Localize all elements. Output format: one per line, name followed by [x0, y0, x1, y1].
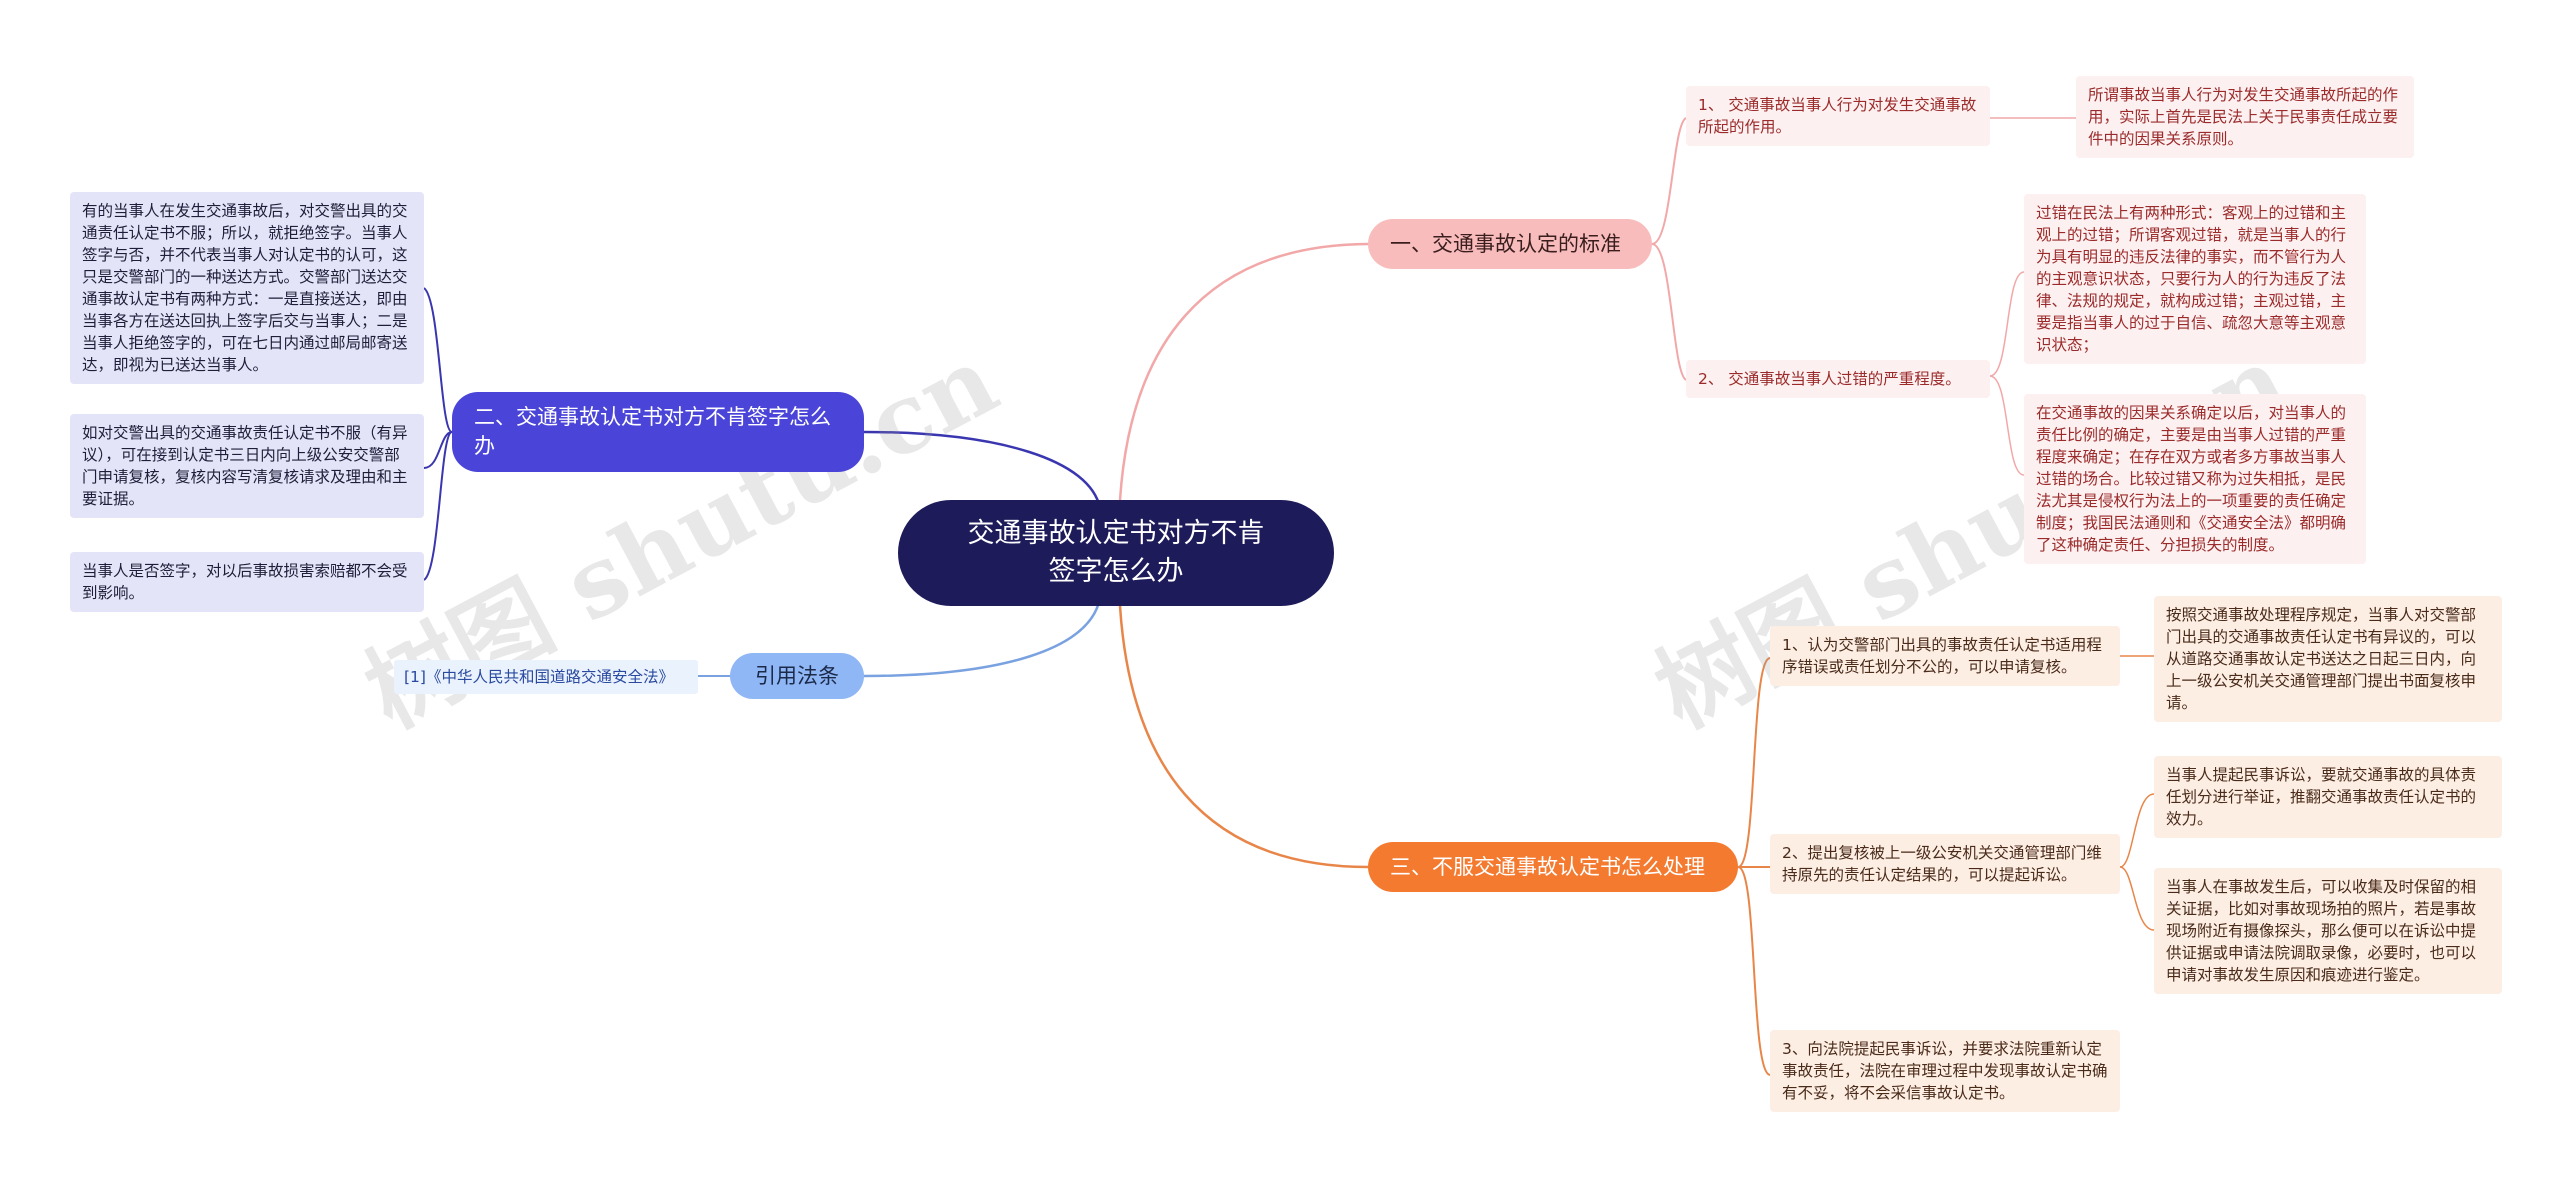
leaf-fault-forms[interactable]: 过错在民法上有两种形式：客观上的过错和主观上的过错；所谓客观过错，就是当事人的行…	[2024, 194, 2366, 364]
topic-standard[interactable]: 一、交通事故认定的标准	[1368, 219, 1652, 269]
subtopic-apply-review[interactable]: 1、认为交警部门出具的事故责任认定书适用程序错误或责任划分不公的，可以申请复核。	[1770, 626, 2120, 686]
central-topic[interactable]: 交通事故认定书对方不肯签字怎么办	[898, 500, 1334, 606]
topic-dispute-handling[interactable]: 三、不服交通事故认定书怎么处理	[1368, 842, 1738, 892]
link-t3-sub1	[1737, 657, 1771, 868]
link-sub2-leaf1	[1989, 271, 2025, 377]
central-topic-label: 交通事故认定书对方不肯签字怎么办	[967, 518, 1265, 587]
leaf-review-request[interactable]: 如对交警出具的交通事故责任认定书不服（有异议），可在接到认定书三日内向上级公安交…	[70, 414, 424, 518]
subtopic-civil-suit[interactable]: 3、向法院提起民事诉讼，并要求法院重新认定事故责任，法院在审理过程中发现事故认定…	[1770, 1030, 2120, 1112]
leaf-text: 过错在民法上有两种形式：客观上的过错和主观上的过错；所谓客观过错，就是当事人的行…	[2036, 204, 2347, 354]
leaf-text: 如对交警出具的交通事故责任认定书不服（有异议），可在接到认定书三日内向上级公安交…	[82, 424, 408, 508]
leaf-text: 当事人在事故发生后，可以收集及时保留的相关证据，比如对事故现场拍的照片，若是事故…	[2166, 878, 2477, 984]
subtopic-label: 2、 交通事故当事人过错的严重程度。	[1698, 370, 1961, 388]
link-center-t1	[1118, 242, 1369, 501]
topic-label: 三、不服交通事故认定书怎么处理	[1390, 854, 1705, 879]
topic-refuse-sign[interactable]: 二、交通事故认定书对方不肯签字怎么办	[452, 392, 864, 472]
leaf-no-impact[interactable]: 当事人是否签字，对以后事故损害索赔都不会受到影响。	[70, 552, 424, 612]
topic-label: 引用法条	[755, 663, 839, 688]
leaf-text: 在交通事故的因果关系确定以后，对当事人的责任比例的确定，主要是由当事人过错的严重…	[2036, 404, 2347, 554]
link-t1-sub1	[1651, 117, 1687, 245]
link-sub2-leaf1-o	[2119, 793, 2155, 868]
subtopic-fault-severity[interactable]: 2、 交通事故当事人过错的严重程度。	[1686, 360, 1990, 398]
subtopic-label: 3、向法院提起民事诉讼，并要求法院重新认定事故责任，法院在审理过程中发现事故认定…	[1782, 1040, 2108, 1102]
leaf-review-procedure[interactable]: 按照交通事故处理程序规定，当事人对交警部门出具的交通事故责任认定书有异议的，可以…	[2154, 596, 2502, 722]
leaf-text: 当事人是否签字，对以后事故损害索赔都不会受到影响。	[82, 562, 408, 602]
link-t3-sub3	[1737, 866, 1771, 1076]
link-center-t3	[1118, 605, 1369, 869]
leaf-text: 有的当事人在发生交通事故后，对交警出具的交通责任认定书不服；所以，就拒绝签字。当…	[82, 202, 408, 374]
subtopic-label: 2、提出复核被上一级公安机关交通管理部门维持原先的责任认定结果的，可以提起诉讼。	[1782, 844, 2102, 884]
link-sub2-leaf2-o	[2119, 866, 2155, 931]
leaf-text: 按照交通事故处理程序规定，当事人对交警部门出具的交通事故责任认定书有异议的，可以…	[2166, 606, 2477, 712]
topic-label: 二、交通事故认定书对方不肯签字怎么办	[474, 405, 831, 458]
leaf-delivery-method[interactable]: 有的当事人在发生交通事故后，对交警出具的交通责任认定书不服；所以，就拒绝签字。当…	[70, 192, 424, 384]
subtopic-label: 1、认为交警部门出具的事故责任认定书适用程序错误或责任划分不公的，可以申请复核。	[1782, 636, 2102, 676]
leaf-text: 所谓事故当事人行为对发生交通事故所起的作用，实际上首先是民法上关于民事责任成立要…	[2088, 86, 2399, 148]
leaf-fault-ratio[interactable]: 在交通事故的因果关系确定以后，对当事人的责任比例的确定，主要是由当事人过错的严重…	[2024, 394, 2366, 564]
link-center-t2	[863, 430, 1102, 509]
subtopic-label: 1、 交通事故当事人行为对发生交通事故所起的作用。	[1698, 96, 1977, 136]
link-center-t4	[863, 597, 1102, 678]
subtopic-behavior-effect[interactable]: 1、 交通事故当事人行为对发生交通事故所起的作用。	[1686, 86, 1990, 146]
reference-law-link[interactable]: [1]《中华人民共和国道路交通安全法》	[394, 660, 698, 694]
leaf-evidence-collection[interactable]: 当事人在事故发生后，可以收集及时保留的相关证据，比如对事故现场拍的照片，若是事故…	[2154, 868, 2502, 994]
leaf-text: 当事人提起民事诉讼，要就交通事故的具体责任划分进行举证，推翻交通事故责任认定书的…	[2166, 766, 2477, 828]
link-sub2-leaf2	[1989, 375, 2025, 476]
topic-label: 一、交通事故认定的标准	[1390, 231, 1621, 256]
topic-references[interactable]: 引用法条	[730, 653, 864, 699]
link-t1-sub2	[1651, 243, 1687, 381]
subtopic-file-lawsuit[interactable]: 2、提出复核被上一级公安机关交通管理部门维持原先的责任认定结果的，可以提起诉讼。	[1770, 834, 2120, 894]
leaf-behavior-effect-detail[interactable]: 所谓事故当事人行为对发生交通事故所起的作用，实际上首先是民法上关于民事责任成立要…	[2076, 76, 2414, 158]
leaf-burden-of-proof[interactable]: 当事人提起民事诉讼，要就交通事故的具体责任划分进行举证，推翻交通事故责任认定书的…	[2154, 756, 2502, 838]
reference-text: [1]《中华人民共和国道路交通安全法》	[404, 668, 674, 686]
link-t2-bracket	[423, 287, 453, 581]
